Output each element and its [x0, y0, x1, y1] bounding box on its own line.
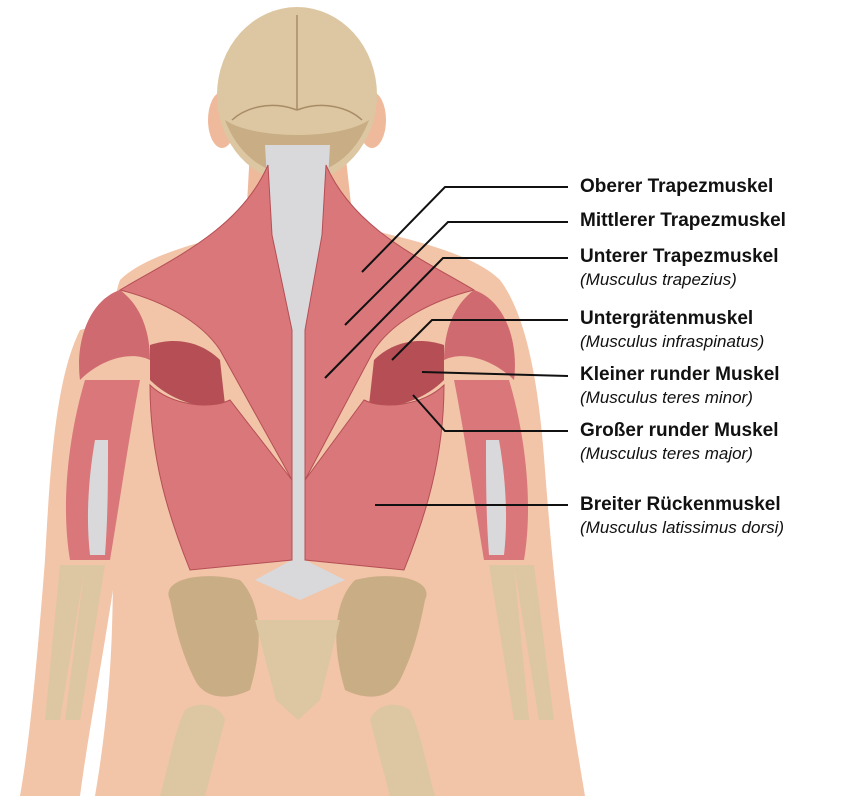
- label-title: Breiter Rückenmuskel: [580, 494, 784, 516]
- label-latin-name: (Musculus latissimus dorsi): [580, 518, 784, 538]
- label-title: Kleiner runder Muskel: [580, 364, 780, 386]
- label-title: Unterer Trapezmuskel: [580, 246, 779, 268]
- label-latin-name: (Musculus infraspinatus): [580, 332, 764, 352]
- label-upper-trapezius: Oberer Trapezmuskel: [580, 176, 773, 198]
- label-middle-trapezius: Mittlerer Trapezmuskel: [580, 210, 786, 232]
- label-lower-trapezius: Unterer Trapezmuskel (Musculus trapezius…: [580, 246, 779, 289]
- label-title: Untergrätenmuskel: [580, 308, 764, 330]
- label-title: Oberer Trapezmuskel: [580, 176, 773, 198]
- label-teres-minor: Kleiner runder Muskel (Musculus teres mi…: [580, 364, 780, 407]
- label-latin-name: (Musculus teres minor): [580, 388, 780, 408]
- label-teres-major: Großer runder Muskel (Musculus teres maj…: [580, 420, 779, 463]
- label-latissimus-dorsi: Breiter Rückenmuskel (Musculus latissimu…: [580, 494, 784, 537]
- label-latin-name: (Musculus trapezius): [580, 270, 779, 290]
- label-title: Mittlerer Trapezmuskel: [580, 210, 786, 232]
- label-infraspinatus: Untergrätenmuskel (Musculus infraspinatu…: [580, 308, 764, 351]
- label-latin-name: (Musculus teres major): [580, 444, 779, 464]
- label-title: Großer runder Muskel: [580, 420, 779, 442]
